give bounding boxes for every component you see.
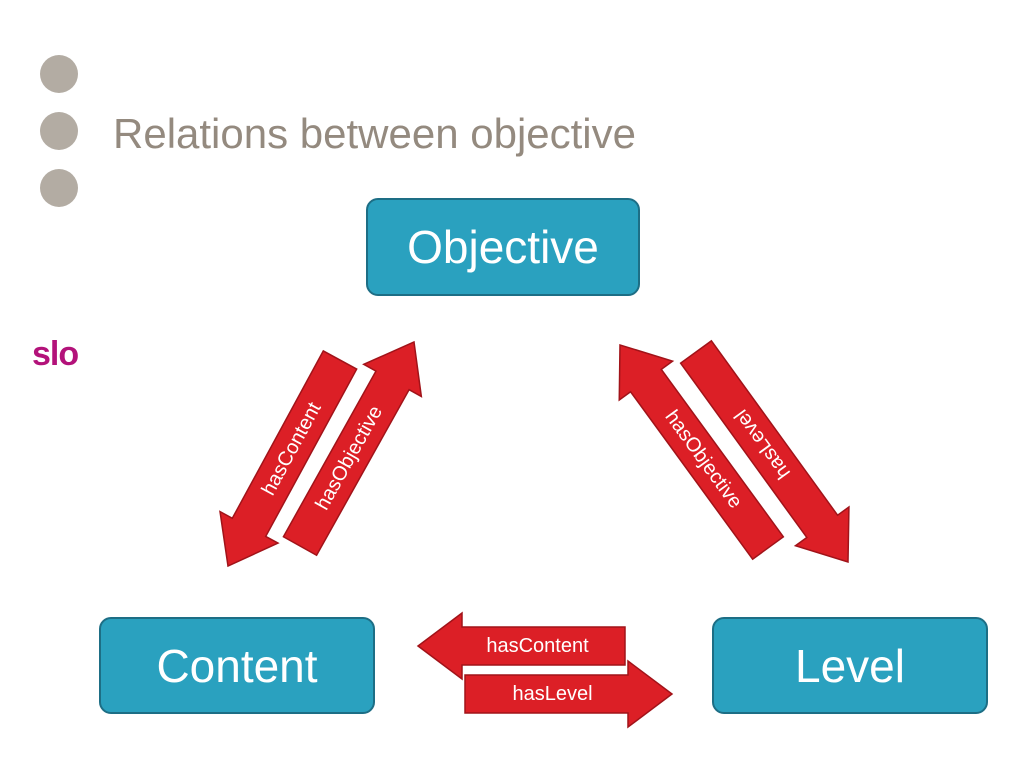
arrow-shape	[282, 340, 423, 557]
bullet-3	[40, 169, 78, 207]
bullet-1	[40, 55, 78, 93]
relation-arrow-content-to-level: hasLevel	[464, 659, 674, 729]
relation-label: hasLevel	[512, 683, 592, 705]
arrow-shape	[416, 611, 626, 681]
relation-arrow-level-to-content: hasContent	[416, 611, 626, 681]
slo-logo: slo	[32, 335, 79, 373]
slide-title: Relations between objective	[113, 110, 636, 157]
arrow-shape	[679, 339, 850, 564]
level-node: Level	[712, 617, 988, 714]
arrow-shape	[618, 343, 785, 561]
bullet-2	[40, 112, 78, 150]
relation-label: hasContent	[486, 635, 589, 657]
arrow-shape	[219, 349, 358, 568]
arrow-shape	[464, 659, 674, 729]
objective-node: Objective	[366, 198, 640, 296]
content-node: Content	[99, 617, 375, 714]
